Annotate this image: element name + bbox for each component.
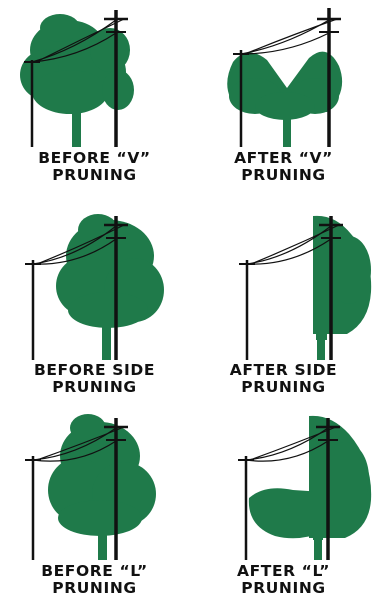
before-l-pruning-illustration: [0, 400, 189, 560]
before-side-pruning-illustration: [0, 200, 189, 360]
caption-line-1: AFTER SIDE: [189, 362, 378, 379]
caption-line-2: PRUNING: [0, 580, 189, 597]
caption-line-1: BEFORE “V”: [0, 150, 189, 167]
panel-before-side-pruning: BEFORE SIDE PRUNING: [0, 200, 189, 400]
caption-after-side-pruning: AFTER SIDE PRUNING: [189, 362, 378, 396]
before-v-pruning-illustration: [0, 0, 189, 160]
panel-after-l-pruning: AFTER “L” PRUNING: [189, 400, 378, 600]
panel-before-l-pruning: BEFORE “L” PRUNING: [0, 400, 189, 600]
caption-line-1: BEFORE SIDE: [0, 362, 189, 379]
caption-after-l-pruning: AFTER “L” PRUNING: [189, 563, 378, 597]
caption-line-2: PRUNING: [0, 379, 189, 396]
caption-before-side-pruning: BEFORE SIDE PRUNING: [0, 362, 189, 396]
caption-line-1: BEFORE “L”: [0, 563, 189, 580]
caption-line-2: PRUNING: [0, 167, 189, 184]
caption-line-2: PRUNING: [189, 379, 378, 396]
caption-before-v-pruning: BEFORE “V” PRUNING: [0, 150, 189, 184]
caption-line-1: AFTER “L”: [189, 563, 378, 580]
caption-after-v-pruning: AFTER “V” PRUNING: [189, 150, 378, 184]
panel-after-side-pruning: AFTER SIDE PRUNING: [189, 200, 378, 400]
caption-line-1: AFTER “V”: [189, 150, 378, 167]
after-side-pruning-illustration: [189, 200, 378, 360]
panel-before-v-pruning: BEFORE “V” PRUNING: [0, 0, 189, 200]
after-l-pruning-illustration: [189, 400, 378, 560]
panel-after-v-pruning: AFTER “V” PRUNING: [189, 0, 378, 200]
caption-line-2: PRUNING: [189, 167, 378, 184]
caption-before-l-pruning: BEFORE “L” PRUNING: [0, 563, 189, 597]
after-v-pruning-illustration: [189, 0, 378, 160]
caption-line-2: PRUNING: [189, 580, 378, 597]
